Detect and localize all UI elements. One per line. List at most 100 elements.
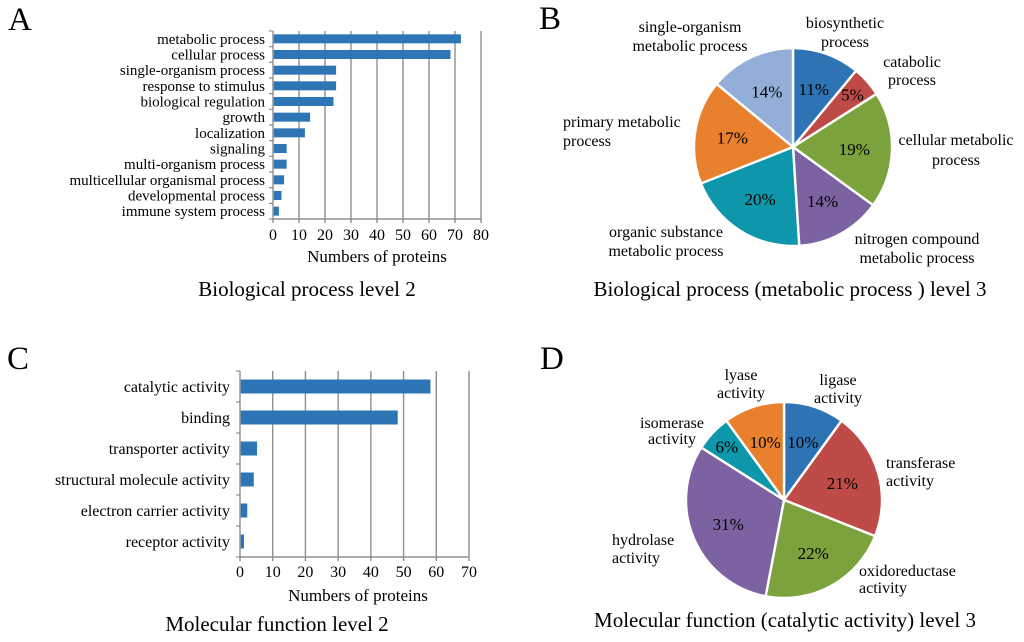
pie-slice-label: primary metabolic: [563, 114, 681, 131]
x-tick-label: 30: [343, 227, 359, 244]
category-label: cellular process: [171, 48, 265, 64]
bar-transporter-activity: [240, 441, 258, 456]
bar-immune-system-process: [273, 206, 279, 216]
panel-a-title: Biological process level 2: [198, 277, 416, 301]
category-label: multi-organism process: [124, 157, 265, 173]
bar-growth: [273, 112, 311, 122]
pie-slice-label: ligase: [819, 372, 856, 389]
pie-slice-label: metabolic process: [608, 243, 723, 260]
pie-slice-label: activity: [648, 431, 696, 448]
pie-slice-label: organic substance: [609, 224, 723, 241]
pie-percent-label: 19%: [839, 140, 870, 159]
category-label: immune system process: [122, 204, 265, 220]
pie-percent-label: 5%: [841, 86, 864, 105]
bar-single-organism-process: [273, 65, 337, 75]
pie-slice-oxidoreductase-activity: [764, 498, 877, 600]
pie-slice-organic-substance-metabolic-process: [699, 145, 801, 248]
pie-percent-label: 14%: [751, 82, 782, 101]
pie-slice-label: hydrolase: [612, 532, 674, 549]
x-tick-label: 60: [428, 564, 444, 581]
pie-slice-label: transferase: [886, 455, 955, 472]
pie-percent-label: 17%: [717, 128, 748, 147]
category-label: multicellular organismal process: [69, 173, 265, 189]
pie-slice-label: oxidoreductase: [859, 563, 956, 580]
x-axis-label: Numbers of proteins: [288, 586, 428, 605]
pie-slice-label: metabolic process: [859, 250, 974, 267]
x-tick-label: 0: [236, 564, 244, 581]
bar-response-to-stimulus: [273, 81, 337, 91]
x-tick-label: 20: [317, 227, 333, 244]
pie-slice-label: activity: [859, 580, 907, 597]
pie-slice-label: activity: [612, 550, 660, 567]
category-label: developmental process: [128, 189, 265, 205]
bar-receptor-activity: [240, 534, 244, 549]
panel-letter-d: D: [540, 341, 564, 377]
pie-slice-label: single-organism: [639, 19, 742, 36]
bar-cellular-process: [273, 50, 451, 59]
panel-d-title: Molecular function (catalytic activity) …: [594, 608, 976, 632]
pie-percent-label: 20%: [745, 190, 776, 209]
pie-percent-label: 6%: [716, 437, 739, 456]
pie-slice-biosynthetic-process: [791, 46, 858, 149]
x-tick-label: 10: [291, 227, 307, 244]
category-label: electron carrier activity: [81, 503, 230, 520]
x-tick-label: 20: [297, 564, 313, 581]
panel-c-title: Molecular function level 2: [165, 612, 389, 636]
pie-slice-label: catabolic: [883, 54, 941, 71]
category-label: growth: [223, 110, 266, 126]
x-tick-label: 50: [395, 227, 411, 244]
bar-localization: [273, 128, 305, 138]
pie-slice-label: metabolic process: [632, 38, 747, 55]
x-tick-label: 70: [447, 227, 463, 244]
pie-slice-label: activity: [717, 385, 765, 402]
category-label: binding: [181, 410, 230, 427]
bar-structural-molecule-activity: [240, 472, 254, 487]
panel-letter-b: B: [539, 1, 562, 37]
bar-multi-organism-process: [273, 159, 287, 169]
bar-metabolic-process: [273, 34, 461, 44]
pie-slice-label: nitrogen compound: [855, 231, 980, 248]
x-tick-label: 40: [363, 564, 379, 581]
pie-slice-label: lyase: [725, 367, 758, 384]
x-tick-label: 70: [461, 564, 477, 581]
pie-slice-label: process: [888, 72, 936, 89]
x-tick-label: 0: [269, 227, 277, 244]
panel-letter-c: C: [7, 341, 30, 377]
pie-slice-label: isomerase: [640, 415, 704, 432]
bar-developmental-process: [273, 191, 282, 200]
category-label: structural molecule activity: [55, 472, 230, 489]
x-tick-label: 80: [473, 227, 489, 244]
bar-signaling: [273, 144, 287, 153]
pie-slice-transferase-activity: [782, 419, 884, 538]
x-axis-label: Numbers of proteins: [307, 247, 447, 266]
bar-biological-regulation: [273, 97, 334, 106]
category-label: localization: [195, 126, 265, 142]
x-tick-label: 60: [421, 227, 437, 244]
category-label: signaling: [210, 142, 265, 158]
pie-percent-label: 10%: [750, 433, 781, 452]
pie-slice-label: activity: [886, 473, 934, 490]
pie-percent-label: 10%: [787, 433, 818, 452]
pie-slice-label: process: [563, 133, 611, 150]
pie-slice-single-organism-metabolic-process: [715, 46, 795, 149]
panel-letter-a: A: [8, 2, 32, 38]
x-tick-label: 50: [396, 564, 412, 581]
pie-slice-primary-metabolic-process: [692, 82, 795, 185]
bar-multicellular-organismal-process: [273, 175, 285, 185]
pie-slice-label: process: [932, 152, 980, 169]
pie-percent-label: 31%: [713, 515, 744, 534]
pie-slice-label: biosynthetic: [806, 15, 884, 32]
bar-catalytic-activity: [240, 379, 431, 394]
category-label: metabolic process: [157, 32, 265, 48]
category-label: catalytic activity: [124, 379, 230, 396]
pie-slice-label: activity: [814, 390, 862, 407]
x-tick-label: 40: [369, 227, 385, 244]
category-label: biological regulation: [140, 95, 265, 111]
pie-percent-label: 14%: [807, 192, 838, 211]
category-label: receptor activity: [126, 534, 230, 551]
pie-slice-label: cellular metabolic: [898, 132, 1013, 149]
bar-electron-carrier-activity: [240, 503, 248, 518]
pie-percent-label: 22%: [798, 544, 829, 563]
